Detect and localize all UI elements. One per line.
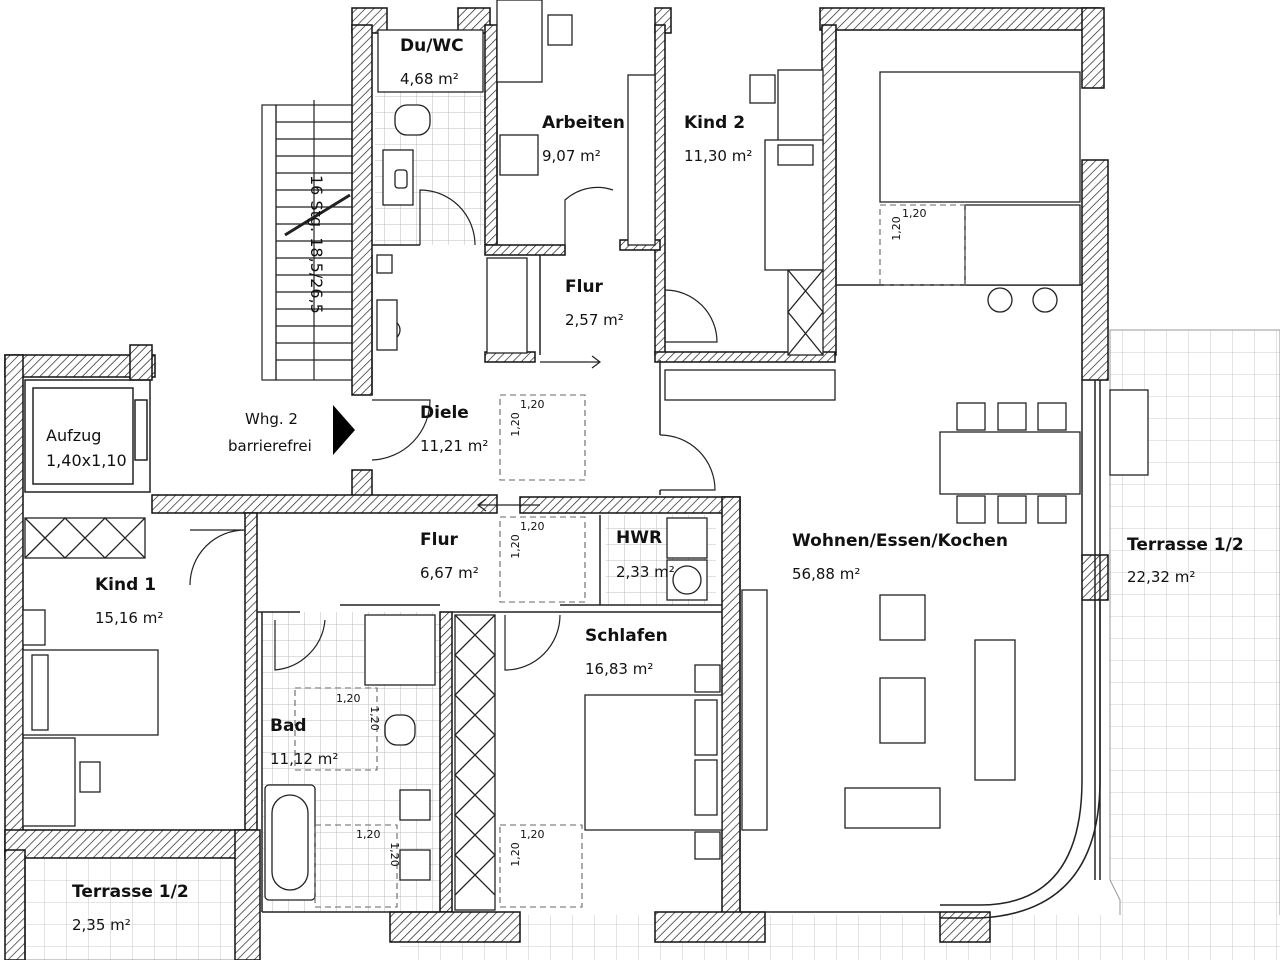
room-area-arbeiten: 9,07 m² [542, 147, 601, 165]
room-area-diele: 11,21 m² [420, 437, 489, 455]
room-area-flur-mid: 6,67 m² [420, 564, 479, 582]
terrace-right-paving [1109, 329, 1280, 960]
clearance-label: 1,20 [367, 706, 381, 731]
entrance-label-line2: barrierefrei [228, 437, 312, 455]
room-name-hwr: HWR [616, 528, 663, 548]
room-name-terrasse-left: Terrasse 1/2 [72, 882, 189, 902]
terrace-left-paving [24, 854, 256, 960]
staircase [261, 100, 353, 381]
clearance-label: 1,20 [356, 828, 381, 841]
clearance-label: 1,20 [520, 828, 545, 841]
room-name-arbeiten: Arbeiten [542, 113, 625, 133]
room-name-schlafen: Schlafen [585, 626, 668, 646]
walls [4, 7, 1109, 960]
room-name-wohnen: Wohnen/Essen/Kochen [792, 531, 1008, 551]
room-area-wohnen: 56,88 m² [792, 565, 861, 583]
furniture [22, 0, 1149, 911]
clearance-label: 1,20 [902, 207, 927, 220]
elevator-size: 1,40x1,10 [46, 451, 127, 470]
clearance-zones [294, 204, 966, 908]
room-name-flur-mid: Flur [420, 530, 458, 550]
room-area-terrasse-left: 2,35 m² [72, 916, 131, 934]
clearance-label: 1,20 [520, 398, 545, 411]
clearance-label: 1,20 [889, 216, 903, 241]
clearance-label: 1,20 [387, 842, 401, 867]
room-name-kind2: Kind 2 [684, 113, 746, 133]
terrace-bottom-paving [400, 915, 1280, 960]
room-name-kind1: Kind 1 [95, 575, 157, 595]
room-name-diele: Diele [420, 403, 469, 423]
room-area-duwc: 4,68 m² [400, 70, 459, 88]
room-name-duwc: Du/WC [400, 36, 464, 56]
clearance-label: 1,20 [508, 534, 522, 559]
room-name-bad: Bad [270, 716, 307, 736]
elevator-label: Aufzug [46, 426, 102, 445]
elevator-shaft [24, 379, 151, 493]
doors [189, 186, 718, 671]
direction-arrows [477, 355, 601, 512]
room-name-flur-top: Flur [565, 277, 603, 297]
room-area-flur-top: 2,57 m² [565, 311, 624, 329]
clearance-label: 1,20 [336, 692, 361, 705]
clearance-label: 1,20 [508, 412, 522, 437]
entrance-marker [333, 405, 355, 455]
clearance-label: 1,20 [508, 842, 522, 867]
entrance-label-line1: Whg. 2 [245, 410, 298, 428]
room-area-terrasse-right: 22,32 m² [1127, 568, 1196, 586]
room-name-terrasse-right: Terrasse 1/2 [1127, 535, 1244, 555]
room-area-kind2: 11,30 m² [684, 147, 753, 165]
room-area-schlafen: 16,83 m² [585, 660, 654, 678]
room-area-hwr: 2,33 m² [616, 563, 675, 581]
stairs-label: 16 Stg. 18,5/26,5 [307, 175, 326, 314]
room-area-kind1: 15,16 m² [95, 609, 164, 627]
clearance-label: 1,20 [520, 520, 545, 533]
room-area-bad: 11,12 m² [270, 750, 339, 768]
